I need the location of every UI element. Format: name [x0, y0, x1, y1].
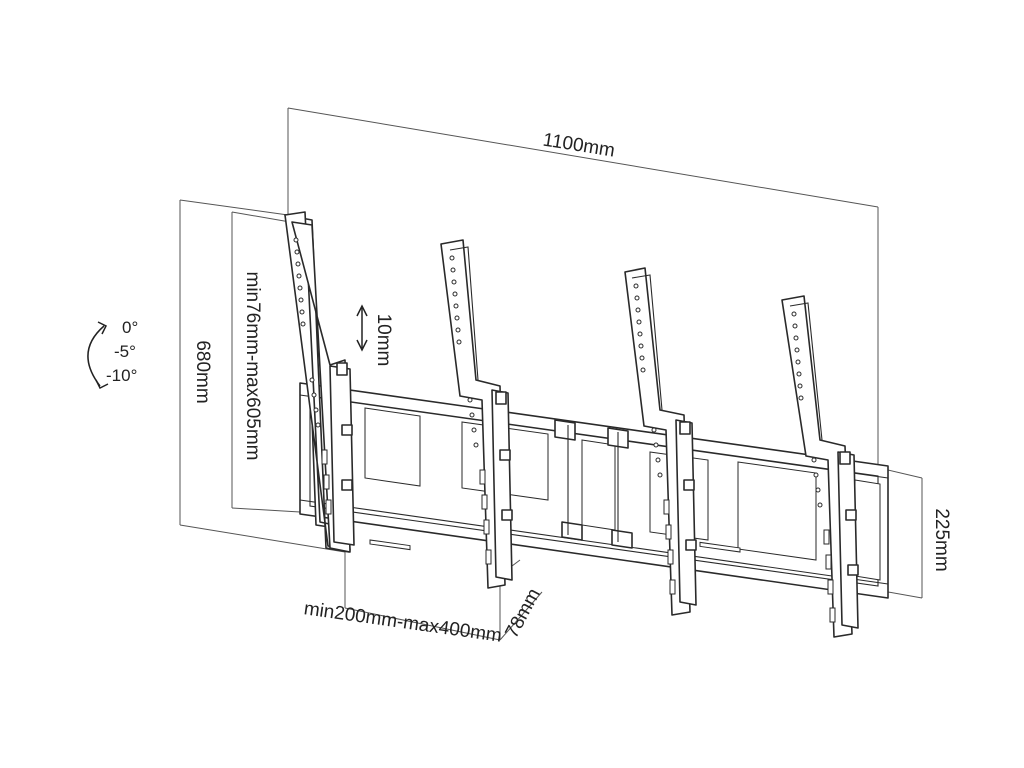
tilt-arc: [87, 321, 109, 390]
height-label: 680mm: [192, 340, 213, 403]
tilt-angle-10: -10°: [106, 366, 137, 385]
adjust-arrow: [356, 304, 368, 352]
rail-height-label: 225mm: [931, 508, 952, 571]
dimension-guides: [179, 107, 923, 641]
vesa-range-label: min200mm-max400mm: [303, 598, 504, 647]
tv-arm-1: [284, 211, 355, 553]
arm-3-holes: [633, 283, 676, 595]
arm-4-holes: [791, 311, 836, 623]
arm-1-holes: [293, 237, 332, 515]
tv-arm-3: [624, 267, 697, 616]
arm-2-holes: [449, 255, 492, 565]
tilt-angle-5: -5°: [114, 342, 136, 361]
arm-range-label: min76mm-max605mm: [242, 272, 263, 461]
tv-arm-4: [781, 295, 859, 638]
depth-label: 78mm: [501, 585, 544, 641]
tv-arm-2: [440, 239, 513, 589]
tilt-angle-0: 0°: [122, 318, 138, 337]
adjust-label: 10mm: [373, 314, 394, 367]
